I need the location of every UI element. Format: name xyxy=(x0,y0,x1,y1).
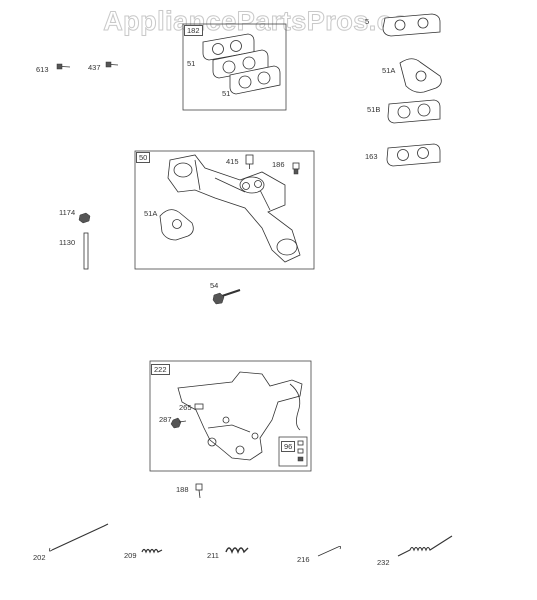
label-51B: 51B xyxy=(367,105,381,114)
label-202: 202 xyxy=(33,553,46,562)
gasket-51A-right-icon xyxy=(399,58,442,93)
gasket-set-box xyxy=(182,23,287,111)
stud-1130-icon xyxy=(83,232,89,270)
gasket-5-icon xyxy=(382,13,441,37)
label-54: 54 xyxy=(210,281,219,290)
bracket-box xyxy=(149,360,312,472)
label-415: 415 xyxy=(226,157,239,166)
fitting-186-icon xyxy=(292,162,300,175)
watermark: AppliancePartsPros.com xyxy=(103,6,434,37)
intake-manifold-icon xyxy=(167,154,301,263)
label-163: 163 xyxy=(365,152,378,161)
label-51-bottom: 51 xyxy=(222,89,231,98)
label-1130: 1130 xyxy=(59,238,76,247)
gasket-set-box-label: 182 xyxy=(184,25,203,36)
label-265: 265 xyxy=(179,403,192,412)
gasket-51-lower-icon xyxy=(229,65,281,95)
screw-613-icon xyxy=(56,63,71,70)
linkage-rod-202-icon xyxy=(48,523,109,552)
sensor-415-icon xyxy=(245,154,254,169)
spring-209-icon xyxy=(141,548,163,554)
screw-287-icon xyxy=(170,417,187,429)
label-437: 437 xyxy=(88,63,101,72)
spring-232-icon xyxy=(397,535,453,557)
part-96-icon xyxy=(297,440,304,462)
clip-265-icon xyxy=(194,403,204,410)
label-186: 186 xyxy=(272,160,285,169)
gasket-163-icon xyxy=(386,143,441,167)
label-287: 287 xyxy=(159,415,172,424)
label-209: 209 xyxy=(124,551,137,560)
label-232: 232 xyxy=(377,558,390,567)
label-188: 188 xyxy=(176,485,189,494)
label-51A-box: 51A xyxy=(144,209,158,218)
label-216: 216 xyxy=(297,555,310,564)
screw-437-icon xyxy=(105,61,119,68)
gasket-51A-box-icon xyxy=(159,209,194,241)
spring-211-icon xyxy=(225,547,249,554)
control-bracket-icon xyxy=(177,371,303,461)
manifold-box xyxy=(134,150,315,270)
label-613: 613 xyxy=(36,65,49,74)
manifold-box-label: 50 xyxy=(136,152,151,163)
sub-96-box-label: 96 xyxy=(281,441,296,452)
sub-96-box xyxy=(278,436,308,467)
gasket-51B-icon xyxy=(387,99,441,124)
bolt-188-icon xyxy=(195,483,203,499)
label-51-top: 51 xyxy=(187,59,196,68)
label-1174: 1174 xyxy=(59,208,76,217)
label-211: 211 xyxy=(207,551,219,560)
link-216-icon xyxy=(317,545,342,557)
bolt-54-icon xyxy=(212,289,241,305)
label-51A-right: 51A xyxy=(382,66,396,75)
bracket-box-label: 222 xyxy=(151,364,170,375)
label-5-right: 5 xyxy=(365,17,370,26)
nut-1174-icon xyxy=(78,212,91,224)
